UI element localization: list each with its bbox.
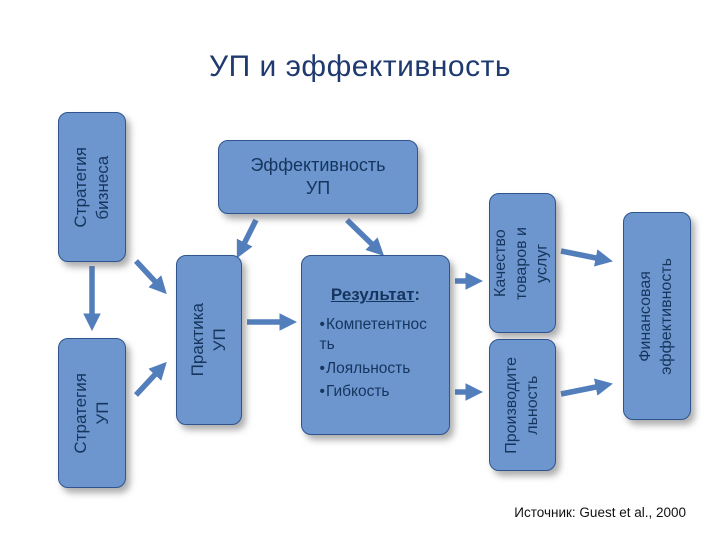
box-hr-practice-label: Практика УП	[187, 303, 229, 377]
box-hr-strategy: Стратегия УП	[58, 338, 126, 488]
arrow-business-to-practice	[133, 259, 167, 295]
result-title: Результат:	[331, 285, 420, 305]
box-hr-effectiveness: Эффективность УП	[218, 140, 418, 214]
box-financial-label: Финансовая эффективность	[637, 257, 675, 375]
box-productivity-label: Производите льность	[502, 356, 541, 454]
box-business-strategy-label: Стратегия бизнеса	[70, 146, 112, 228]
result-items: •Компетентность •Лояльность •Гибкость	[320, 315, 432, 405]
slide-title: УП и эффективность	[209, 50, 511, 83]
result-item: •Гибкость	[320, 382, 432, 402]
box-financial: Финансовая эффективность	[623, 212, 691, 420]
box-business-strategy: Стратегия бизнеса	[58, 112, 126, 262]
box-result: Результат: •Компетентность •Лояльность •…	[301, 255, 450, 435]
result-title-text: Результат	[330, 285, 415, 305]
arrow-effectiveness-to-practice	[236, 218, 259, 259]
result-item: •Лояльность	[320, 359, 432, 379]
result-item-text: Гибкость	[325, 382, 390, 400]
box-hr-practice: Практика УП	[176, 255, 242, 425]
box-hr-strategy-label: Стратегия УП	[70, 372, 112, 454]
result-item-text: Лояльность	[325, 359, 411, 377]
arrow-productivity-to-financial	[560, 378, 613, 397]
box-quality-label: Качество товаров и услуг	[492, 226, 551, 300]
arrow-hr-strategy-to-practice	[133, 361, 167, 397]
box-quality: Качество товаров и услуг	[489, 193, 556, 333]
bullet-icon: •	[319, 359, 325, 377]
arrow-effectiveness-to-result	[345, 218, 385, 256]
arrow-quality-to-financial	[560, 248, 613, 267]
result-title-colon: :	[414, 285, 421, 305]
box-hr-effectiveness-label: Эффективность УП	[250, 154, 386, 198]
result-item: •Компетентность	[320, 315, 432, 355]
box-productivity: Производите льность	[489, 339, 556, 471]
source-caption: Источник: Guest et al., 2000	[514, 505, 686, 520]
bullet-icon: •	[319, 382, 325, 400]
bullet-icon: •	[319, 316, 325, 334]
result-item-text: Компетентность	[319, 316, 427, 354]
